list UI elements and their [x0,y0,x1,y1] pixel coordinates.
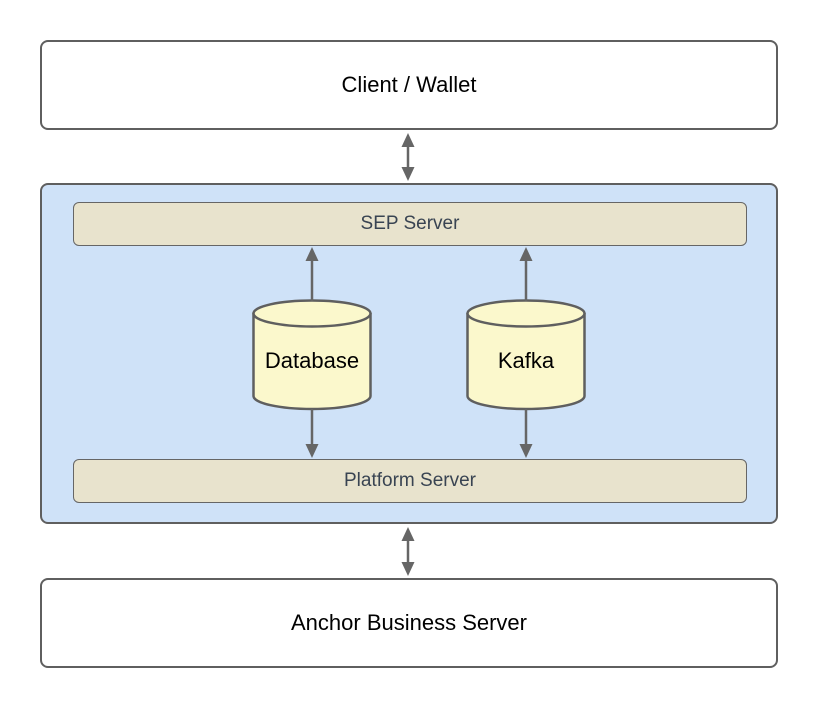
arrow-container-anchor-icon [401,527,415,576]
kafka-cylinder-icon [466,299,586,411]
arrow-client-container-icon [401,133,415,181]
client-wallet-label: Client / Wallet [341,72,477,97]
kafka-label: Kafka [497,348,555,373]
sep-server-box: SEP Server [73,202,747,246]
anchor-business-server-label: Anchor Business Server [291,610,527,635]
database-cylinder-icon [252,299,372,411]
platform-server-box: Platform Server [73,459,747,503]
anchor-business-server-box: Anchor Business Server [40,578,778,668]
kafka-cylinder: Kafka [466,299,586,411]
database-label: Database [264,348,360,373]
client-wallet-box: Client / Wallet [40,40,778,130]
database-cylinder: Database [252,299,372,411]
sep-server-label: SEP Server [360,213,460,234]
platform-server-label: Platform Server [344,470,476,491]
